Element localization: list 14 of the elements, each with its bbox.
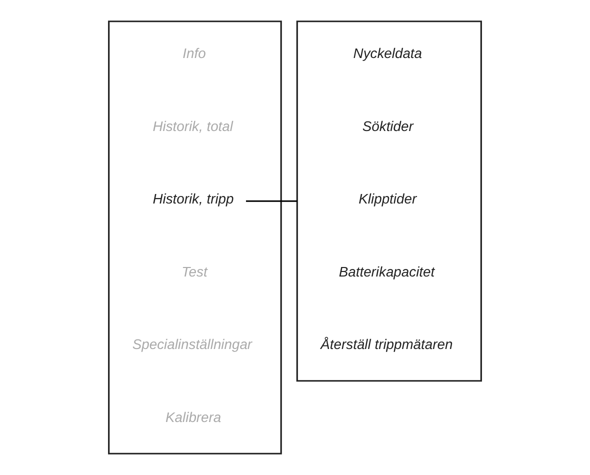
connector [246,200,298,202]
cluster [296,20,482,382]
node-text: Söktider [362,118,414,134]
node-text: Kalibrera [166,408,222,425]
node-text: Info [182,45,206,62]
node-text: Återställ trippmätaren [320,336,453,352]
node-text: Specialinställningar [132,336,252,352]
node-text: Klipptider [358,190,417,207]
node-text: Test [182,263,208,280]
node-text: Historik, tripp [152,190,234,207]
node-text: Historik, total [152,118,233,134]
node-text: Nyckeldata [353,45,422,62]
node-text: Batterikapacitet [338,263,435,280]
cluster [108,20,282,454]
